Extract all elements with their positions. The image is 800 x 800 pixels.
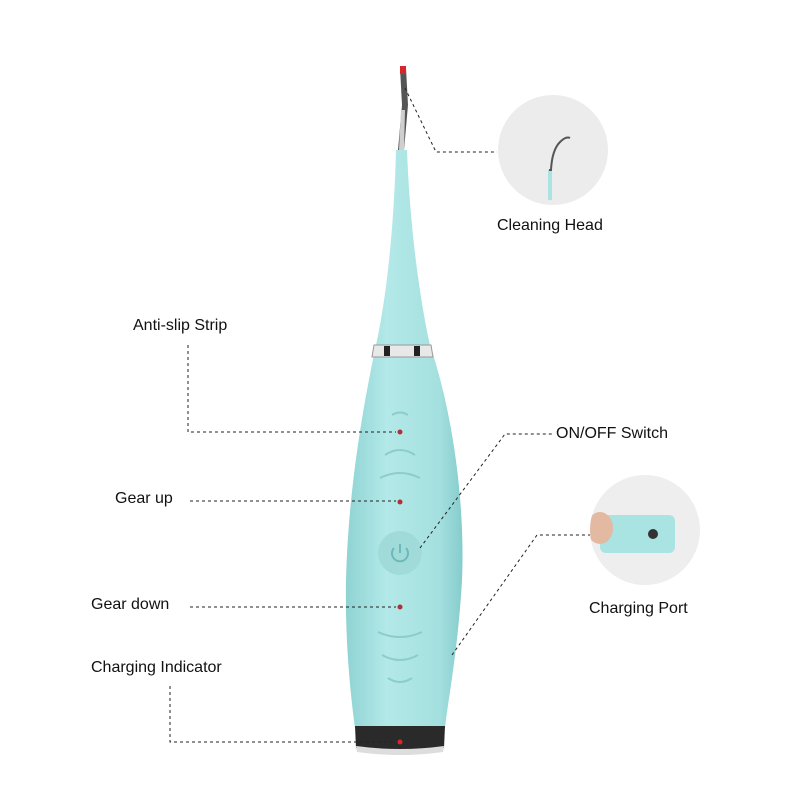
device-body bbox=[345, 150, 463, 728]
leader-charging-port bbox=[451, 534, 590, 656]
leader-anti-slip bbox=[187, 345, 396, 433]
label-charging-indicator: Charging Indicator bbox=[91, 659, 222, 676]
leader-lines bbox=[169, 87, 590, 743]
leader-cleaning-head bbox=[404, 87, 497, 153]
label-charging-port: Charging Port bbox=[589, 600, 688, 617]
cleaning-head-tip bbox=[398, 66, 408, 150]
power-button bbox=[378, 531, 422, 575]
leader-on-off bbox=[419, 433, 553, 549]
charging-indicator-base bbox=[355, 726, 445, 755]
gear-up-dot bbox=[397, 499, 403, 505]
label-gear-down: Gear down bbox=[91, 596, 170, 613]
anti-slip-strip-ring bbox=[371, 344, 434, 358]
label-on-off-switch: ON/OFF Switch bbox=[556, 425, 669, 442]
anti-slip-dot bbox=[397, 429, 403, 435]
label-anti-slip-strip: Anti-slip Strip bbox=[133, 317, 228, 334]
gear-down-dot bbox=[397, 604, 403, 610]
cleaning-head-detail-image bbox=[498, 95, 608, 205]
leader-charging-indicator bbox=[169, 686, 396, 743]
label-gear-up: Gear up bbox=[115, 490, 173, 507]
label-cleaning-head: Cleaning Head bbox=[497, 217, 603, 234]
charging-port-detail-image bbox=[590, 475, 700, 585]
grip-arcs bbox=[377, 411, 423, 683]
